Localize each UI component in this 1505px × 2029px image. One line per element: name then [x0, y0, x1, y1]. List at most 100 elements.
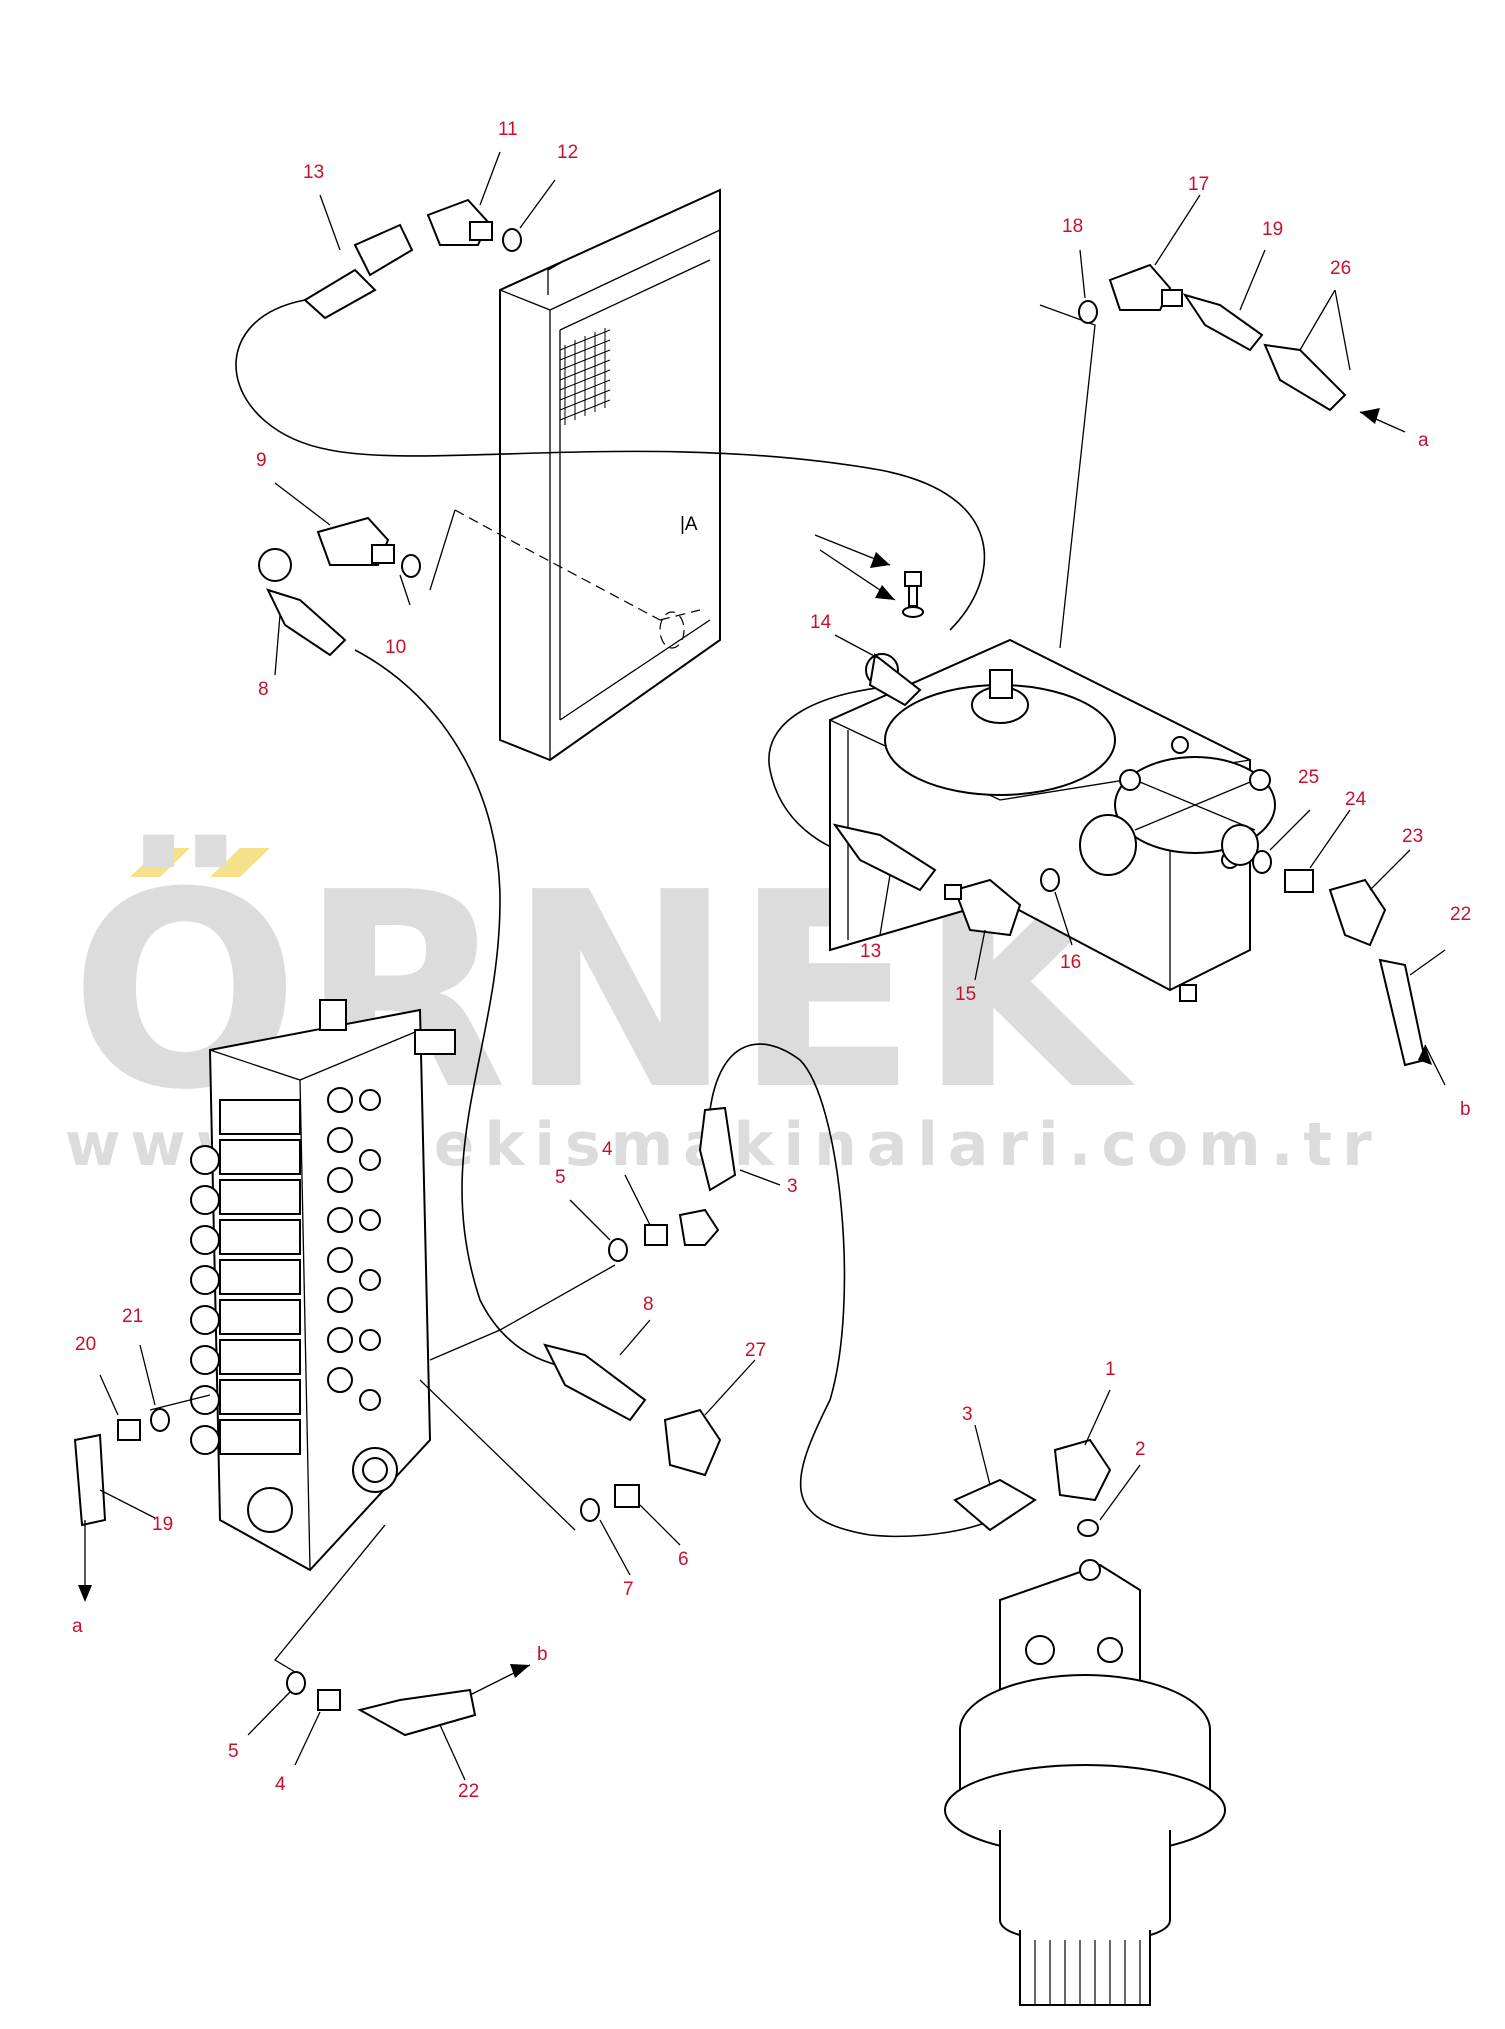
projection-line-b [659, 609, 701, 621]
callout-5-upper: 5 [555, 1167, 566, 1188]
oring-21 [150, 1408, 170, 1432]
watermark-accent-right [210, 848, 270, 877]
hose-fitting-8-upper [258, 548, 347, 657]
hose-fitting-3-upper [698, 1106, 737, 1192]
bolt-washer [902, 571, 924, 618]
leader-valve-port-21 [149, 1394, 211, 1411]
callout-13-upper: 13 [303, 162, 324, 183]
adapter-24 [1284, 869, 1314, 893]
oring-16 [1040, 868, 1060, 892]
flow-label-a-top: a [1418, 430, 1429, 451]
adapter-4-lower [317, 1689, 341, 1711]
adapter-4-upper [644, 1208, 720, 1246]
hose-8 [354, 649, 601, 1371]
flow-label-a-bottom: a [72, 1616, 83, 1637]
flow-arrows [78, 408, 1446, 1696]
hose-fitting-19-lower [73, 1433, 107, 1527]
radiator-frame [499, 188, 721, 762]
callout-2: 2 [1135, 1439, 1146, 1460]
callout-3-upper: 3 [787, 1176, 798, 1197]
clamp-14 [865, 653, 922, 707]
oring-25 [1252, 850, 1272, 874]
elbow-11 [426, 198, 493, 246]
elbow-27 [663, 1408, 722, 1477]
radiator-core-grid [559, 328, 611, 425]
leader-valve-port-5 [429, 1264, 616, 1361]
hose-fitting-22-right [1378, 958, 1427, 1067]
hose-fitting-22-lower [357, 1688, 477, 1737]
adapter-6 [614, 1484, 640, 1508]
callout-25: 25 [1298, 767, 1319, 788]
callout-20: 20 [75, 1334, 96, 1355]
hose-fitting-13-lower [832, 823, 937, 892]
callout-9: 9 [256, 450, 267, 471]
fitting-13-upper [303, 223, 414, 320]
elbow-9 [316, 516, 395, 566]
hose-fitting-3-lower [953, 1478, 1037, 1532]
callout-23: 23 [1402, 826, 1423, 847]
oring-2 [1077, 1519, 1099, 1537]
adapter-20 [117, 1419, 141, 1441]
control-valve [190, 999, 456, 1572]
view-label: |A [680, 514, 698, 535]
callout-21: 21 [122, 1306, 143, 1327]
elbow-17 [1108, 263, 1183, 311]
callout-1: 1 [1105, 1359, 1116, 1380]
hose-13-lower [768, 684, 909, 861]
flow-letters: a b a b [72, 430, 1471, 1665]
oring-18 [1078, 300, 1098, 324]
callout-16: 16 [1060, 952, 1081, 973]
callout-22-right: 22 [1450, 904, 1471, 925]
leader-valve-port-7 [419, 1379, 576, 1531]
leader-10-port [429, 509, 456, 591]
elbow-1 [1053, 1438, 1112, 1502]
callout-19-lower: 19 [152, 1514, 173, 1535]
leader-18-port [1039, 304, 1096, 649]
leader-lines [99, 151, 1446, 1781]
elbow-23 [1328, 878, 1387, 947]
projection-port [659, 611, 685, 649]
valve-spools [190, 1087, 381, 1455]
callout-19-upper: 19 [1262, 219, 1283, 240]
callout-7: 7 [623, 1579, 634, 1600]
callout-18: 18 [1062, 216, 1083, 237]
oring-5-upper [608, 1238, 628, 1262]
flow-label-b-right: b [1460, 1099, 1471, 1120]
callout-8-upper: 8 [258, 679, 269, 700]
callout-12: 12 [557, 142, 578, 163]
callout-5-lower: 5 [228, 1741, 239, 1762]
callout-22-lower: 22 [458, 1781, 479, 1802]
callout-6: 6 [678, 1549, 689, 1570]
callout-26: 26 [1330, 258, 1351, 279]
hose-3 [709, 1043, 1001, 1538]
swing-motor [944, 1559, 1226, 2006]
oring-7 [580, 1498, 600, 1522]
callout-10: 10 [385, 637, 406, 658]
watermark-accent-left [130, 848, 190, 877]
callout-13-lower: 13 [860, 941, 881, 962]
callout-4-lower: 4 [275, 1774, 286, 1795]
callout-27: 27 [745, 1340, 766, 1361]
oring-5-lower [286, 1671, 306, 1695]
callout-15: 15 [955, 984, 976, 1005]
callout-17: 17 [1188, 174, 1209, 195]
hose-13-upper [235, 299, 986, 631]
callout-14: 14 [810, 612, 832, 633]
hose-fitting-19-upper [1182, 293, 1264, 352]
flow-label-b-bottom: b [537, 1644, 548, 1665]
hose-fitting-8-lower [543, 1343, 647, 1422]
oring-12 [502, 228, 522, 252]
callouts: 11 12 13 9 10 8 17 18 19 26 14 13 15 16 … [75, 119, 1471, 1802]
callout-8-lower: 8 [643, 1294, 654, 1315]
oring-10 [401, 554, 421, 578]
callout-4-upper: 4 [602, 1139, 613, 1160]
callout-3-lower: 3 [962, 1404, 973, 1425]
projection-line-a [454, 509, 661, 621]
callout-24: 24 [1345, 789, 1367, 810]
leader-valve-port-5b [274, 1524, 386, 1676]
hose-sleeve-26 [1263, 343, 1347, 412]
callout-11: 11 [498, 119, 518, 140]
elbow-15 [944, 878, 1022, 937]
